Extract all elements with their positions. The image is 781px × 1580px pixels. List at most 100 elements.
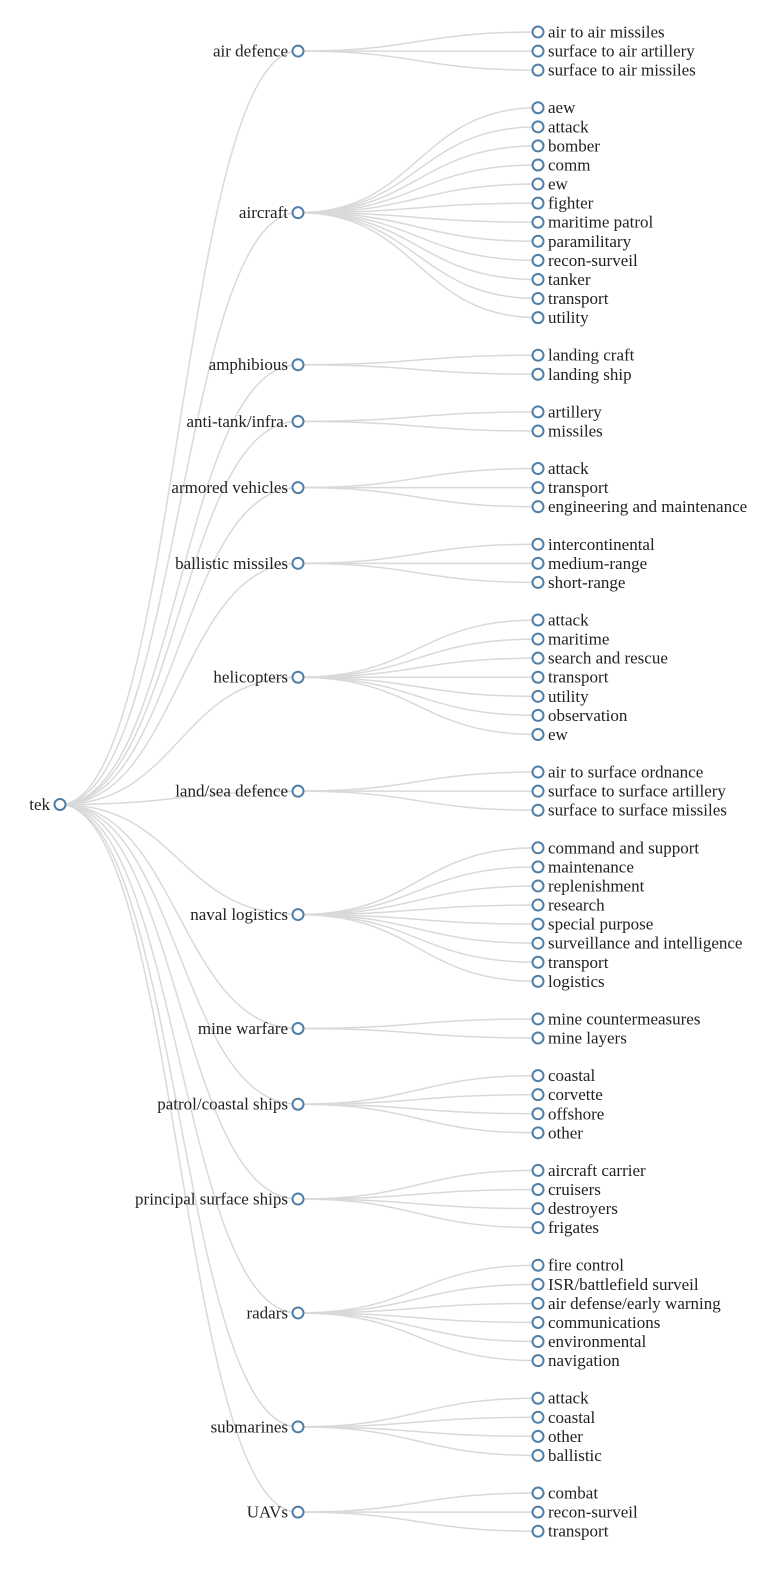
leaf-node-replenishment[interactable]: replenishment xyxy=(531,876,645,895)
leaf-node-aircraft-carrier[interactable]: aircraft carrier xyxy=(531,1161,646,1180)
node-circle-icon[interactable] xyxy=(531,234,545,248)
node-circle-icon[interactable] xyxy=(531,575,545,589)
category-node-patrol-coastal-ships[interactable]: patrol/coastal ships xyxy=(157,1095,305,1114)
node-circle-icon[interactable] xyxy=(531,1277,545,1291)
node-circle-icon[interactable] xyxy=(531,196,545,210)
leaf-node-transport[interactable]: transport xyxy=(531,1522,609,1541)
node-circle-icon[interactable] xyxy=(531,1486,545,1500)
node-circle-icon[interactable] xyxy=(531,215,545,229)
node-circle-icon[interactable] xyxy=(531,727,545,741)
leaf-node-search-and-rescue[interactable]: search and rescue xyxy=(531,649,668,668)
leaf-node-bomber[interactable]: bomber xyxy=(531,136,601,155)
leaf-node-intercontinental[interactable]: intercontinental xyxy=(531,535,655,554)
node-circle-icon[interactable] xyxy=(531,1524,545,1538)
leaf-node-engineering-and-maintenance[interactable]: engineering and maintenance xyxy=(531,497,748,516)
node-circle-icon[interactable] xyxy=(531,955,545,969)
leaf-node-special-purpose[interactable]: special purpose xyxy=(531,915,654,934)
leaf-node-utility[interactable]: utility xyxy=(531,308,590,327)
leaf-node-surface-to-surface-missiles[interactable]: surface to surface missiles xyxy=(531,801,727,820)
node-circle-icon[interactable] xyxy=(291,908,305,922)
category-node-ballistic-missiles[interactable]: ballistic missiles xyxy=(175,554,305,573)
node-circle-icon[interactable] xyxy=(291,1420,305,1434)
node-circle-icon[interactable] xyxy=(291,481,305,495)
leaf-node-attack[interactable]: attack xyxy=(531,459,590,478)
leaf-node-artillery[interactable]: artillery xyxy=(531,402,603,421)
node-circle-icon[interactable] xyxy=(53,797,67,811)
leaf-node-ew[interactable]: ew xyxy=(531,725,569,744)
node-circle-icon[interactable] xyxy=(531,898,545,912)
leaf-node-recon-surveil[interactable]: recon-surveil xyxy=(531,251,638,270)
node-circle-icon[interactable] xyxy=(291,1505,305,1519)
node-circle-icon[interactable] xyxy=(531,670,545,684)
node-circle-icon[interactable] xyxy=(531,1163,545,1177)
node-circle-icon[interactable] xyxy=(291,1021,305,1035)
leaf-node-recon-surveil[interactable]: recon-surveil xyxy=(531,1503,638,1522)
node-circle-icon[interactable] xyxy=(531,1258,545,1272)
node-circle-icon[interactable] xyxy=(531,1069,545,1083)
leaf-node-medium-range[interactable]: medium-range xyxy=(531,554,648,573)
node-circle-icon[interactable] xyxy=(531,1335,545,1349)
node-circle-icon[interactable] xyxy=(531,974,545,988)
leaf-node-missiles[interactable]: missiles xyxy=(531,421,603,440)
leaf-node-communications[interactable]: communications xyxy=(531,1313,661,1332)
leaf-node-air-to-surface-ordnance[interactable]: air to surface ordnance xyxy=(531,763,704,782)
node-circle-icon[interactable] xyxy=(531,1296,545,1310)
leaf-node-ballistic[interactable]: ballistic xyxy=(531,1446,603,1465)
node-circle-icon[interactable] xyxy=(531,1505,545,1519)
leaf-node-transport[interactable]: transport xyxy=(531,953,609,972)
node-circle-icon[interactable] xyxy=(531,44,545,58)
node-circle-icon[interactable] xyxy=(291,414,305,428)
node-circle-icon[interactable] xyxy=(291,358,305,372)
node-circle-icon[interactable] xyxy=(531,1107,545,1121)
leaf-node-navigation[interactable]: navigation xyxy=(531,1351,621,1370)
node-circle-icon[interactable] xyxy=(531,689,545,703)
leaf-node-landing-craft[interactable]: landing craft xyxy=(531,346,635,365)
node-circle-icon[interactable] xyxy=(531,292,545,306)
leaf-node-mine-countermeasures[interactable]: mine countermeasures xyxy=(531,1009,701,1028)
leaf-node-cruisers[interactable]: cruisers xyxy=(531,1180,601,1199)
leaf-node-destroyers[interactable]: destroyers xyxy=(531,1199,618,1218)
node-circle-icon[interactable] xyxy=(531,311,545,325)
leaf-node-landing-ship[interactable]: landing ship xyxy=(531,365,632,384)
leaf-node-short-range[interactable]: short-range xyxy=(531,573,626,592)
node-circle-icon[interactable] xyxy=(291,556,305,570)
node-circle-icon[interactable] xyxy=(531,879,545,893)
node-circle-icon[interactable] xyxy=(531,613,545,627)
node-circle-icon[interactable] xyxy=(531,651,545,665)
leaf-node-comm[interactable]: comm xyxy=(531,155,591,174)
leaf-node-logistics[interactable]: logistics xyxy=(531,972,605,991)
category-node-principal-surface-ships[interactable]: principal surface ships xyxy=(135,1190,305,1209)
leaf-node-research[interactable]: research xyxy=(531,896,606,915)
leaf-node-air-to-air-missiles[interactable]: air to air missiles xyxy=(531,23,665,42)
leaf-node-coastal[interactable]: coastal xyxy=(531,1066,596,1085)
leaf-node-surface-to-surface-artillery[interactable]: surface to surface artillery xyxy=(531,782,727,801)
node-circle-icon[interactable] xyxy=(531,63,545,77)
leaf-node-utility[interactable]: utility xyxy=(531,687,590,706)
node-circle-icon[interactable] xyxy=(531,1315,545,1329)
leaf-node-other[interactable]: other xyxy=(531,1427,584,1446)
node-circle-icon[interactable] xyxy=(531,158,545,172)
node-circle-icon[interactable] xyxy=(531,1183,545,1196)
category-node-helicopters[interactable]: helicopters xyxy=(213,668,305,687)
category-node-naval-logistics[interactable]: naval logistics xyxy=(190,905,305,924)
node-circle-icon[interactable] xyxy=(531,632,545,646)
node-circle-icon[interactable] xyxy=(531,917,545,931)
leaf-node-corvette[interactable]: corvette xyxy=(531,1085,603,1104)
category-node-uavs[interactable]: UAVs xyxy=(247,1503,305,1522)
node-circle-icon[interactable] xyxy=(531,25,545,39)
leaf-node-aew[interactable]: aew xyxy=(531,98,577,117)
leaf-node-paramilitary[interactable]: paramilitary xyxy=(531,232,632,251)
leaf-node-tanker[interactable]: tanker xyxy=(531,270,591,289)
leaf-node-maritime-patrol[interactable]: maritime patrol xyxy=(531,213,654,232)
root-node[interactable]: tek xyxy=(29,795,67,814)
leaf-node-ew[interactable]: ew xyxy=(531,175,569,194)
node-circle-icon[interactable] xyxy=(291,206,305,220)
node-circle-icon[interactable] xyxy=(531,1429,545,1443)
node-circle-icon[interactable] xyxy=(531,936,545,950)
leaf-node-surface-to-air-artillery[interactable]: surface to air artillery xyxy=(531,42,696,61)
category-node-air-defence[interactable]: air defence xyxy=(213,42,305,61)
node-circle-icon[interactable] xyxy=(291,670,305,684)
leaf-node-transport[interactable]: transport xyxy=(531,289,609,308)
category-node-aircraft[interactable]: aircraft xyxy=(239,203,305,222)
leaf-node-observation[interactable]: observation xyxy=(531,706,628,725)
